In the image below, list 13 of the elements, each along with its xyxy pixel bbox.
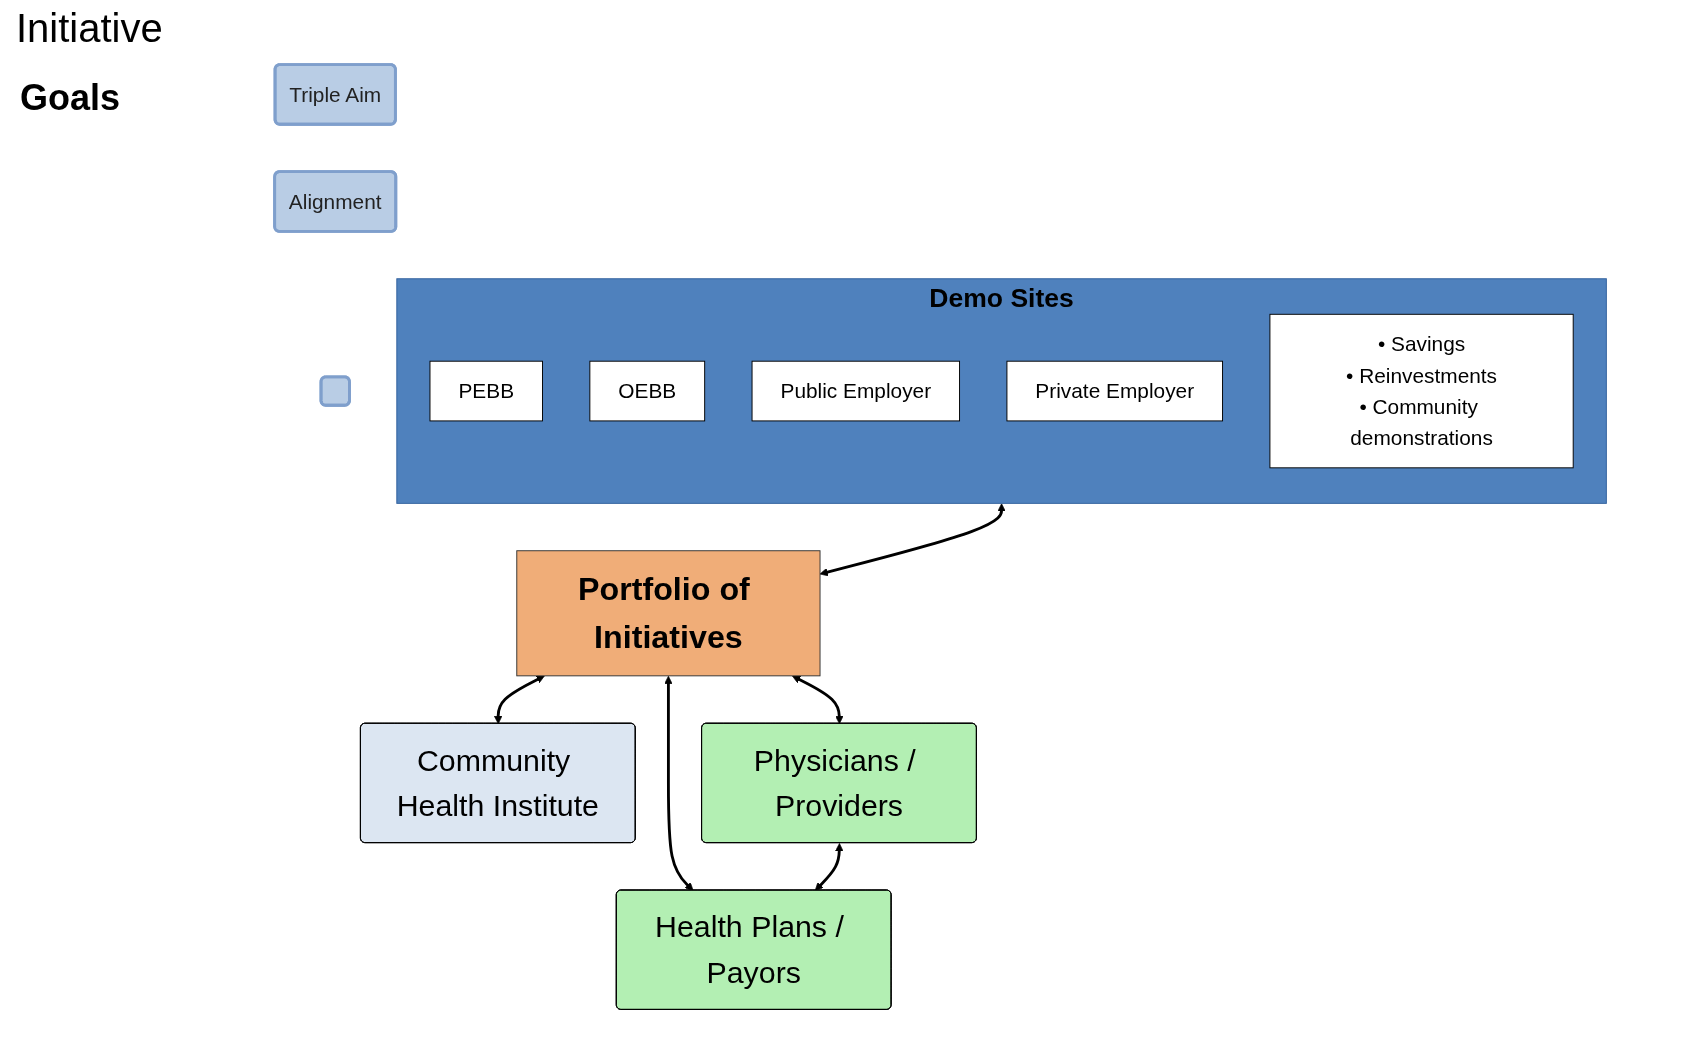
node-box: PEBB	[429, 360, 543, 422]
arrow	[792, 675, 844, 725]
node-box: Private Employer	[1006, 360, 1224, 422]
title: Initiative	[16, 6, 164, 51]
heading-label: Goals	[20, 77, 122, 119]
arrow	[664, 675, 694, 891]
node-box: Public Employer	[751, 360, 961, 422]
node-box: • Savings • Reinvestments • Community demonstrations	[1269, 313, 1574, 469]
arrow	[814, 843, 844, 891]
arrow	[494, 675, 545, 725]
arrow	[819, 503, 1006, 577]
node-box: Portfolio of Initiatives	[516, 550, 821, 677]
node-box: OEBB	[589, 360, 706, 422]
